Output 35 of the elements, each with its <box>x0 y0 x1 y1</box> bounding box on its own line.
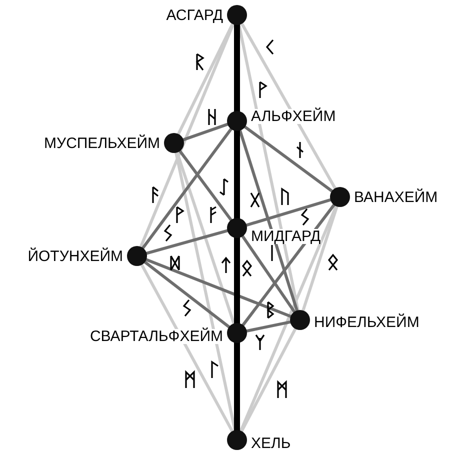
connector-line <box>139 22 235 248</box>
world-label: ХЕЛЬ <box>251 436 291 451</box>
connector-line <box>240 234 296 314</box>
connector-line <box>240 22 337 190</box>
world-label: ЙОТУНХЕЙМ <box>28 249 123 264</box>
world-label: АЛЬФХЕЙМ <box>251 109 336 124</box>
connector-line <box>182 122 229 142</box>
connector-line <box>175 151 236 325</box>
connector-line <box>234 237 240 324</box>
connector-line <box>176 22 234 136</box>
connector-line <box>143 260 231 329</box>
connector-line <box>301 205 339 312</box>
connector-line <box>234 130 240 219</box>
connector-line <box>141 127 233 250</box>
connector-line <box>140 263 234 433</box>
world-label: АСГАРД <box>166 8 223 23</box>
connector-line <box>237 24 300 312</box>
world-label: МУСПЕЛЬХЕЙМ <box>44 136 160 151</box>
connector-line <box>145 228 229 256</box>
connector-line <box>239 204 338 432</box>
connector-line <box>240 327 298 433</box>
connector-line <box>241 203 336 327</box>
connector-line <box>174 152 237 432</box>
world-label: СВАРТАЛЬФХЕЙМ <box>90 329 223 344</box>
connector-line <box>144 258 292 318</box>
connector-line <box>234 342 240 431</box>
connector-line <box>238 129 299 312</box>
world-label: НИФЕЛЬХЕЙМ <box>314 315 420 330</box>
connector-line <box>234 24 240 112</box>
world-label: МИДГАРД <box>251 229 321 244</box>
connector-line <box>245 198 332 227</box>
world-label: ВАНАХЕЙМ <box>354 190 438 205</box>
connector-line <box>243 125 334 193</box>
connector-line <box>178 149 233 222</box>
connector-line <box>246 320 292 333</box>
